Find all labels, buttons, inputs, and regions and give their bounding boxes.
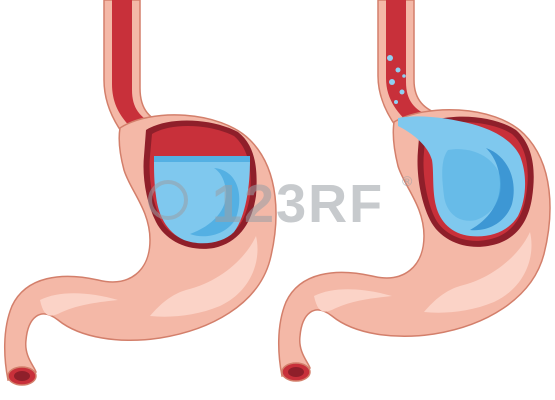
bubble — [396, 68, 401, 73]
left-fluid-surface — [154, 156, 250, 162]
watermark-registered: ® — [402, 173, 413, 189]
bubble — [394, 100, 398, 104]
bubble — [387, 55, 393, 61]
bubble — [402, 74, 406, 78]
left-pylorus-lumen — [14, 371, 30, 381]
watermark-text: 123RF — [212, 174, 384, 234]
right-pylorus-lumen — [288, 367, 304, 377]
bubble — [389, 79, 395, 85]
bubble — [400, 90, 405, 95]
